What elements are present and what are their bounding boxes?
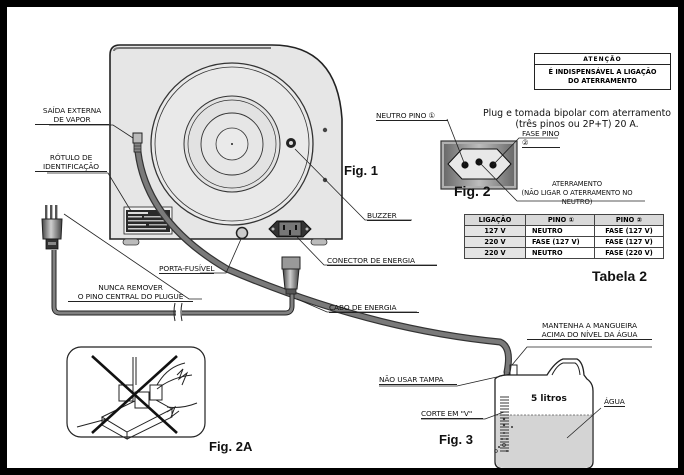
table-header: PINO ① [525, 214, 595, 226]
table-cell: 220 V [464, 247, 526, 259]
jug-capacity-label: 5 litros [531, 394, 567, 404]
table-cell: 220 V [464, 236, 526, 248]
warning-title: ATENÇÃO [535, 54, 670, 65]
figure-1-caption: Fig. 1 [344, 163, 378, 178]
bubbles [494, 417, 513, 453]
figure-2-caption: Fig. 2 [454, 183, 491, 199]
cable-break-mark [173, 302, 183, 322]
connection-table: LIGAÇÃO PINO ① PINO ② 127 V NEUTRO FASE … [464, 214, 664, 259]
table-2-caption: Tabela 2 [592, 268, 647, 284]
table-row: 220 V NEUTRO FASE (220 V) [464, 247, 664, 259]
iec-plug-icon [281, 256, 301, 295]
fig2-leader-lines [446, 118, 645, 202]
table-header: LIGAÇÃO [464, 214, 526, 226]
v-cut-label: CORTE EM "V" [421, 409, 483, 419]
power-inlet-icon [268, 220, 312, 238]
power-connector-label: CONECTOR DE ENERGIA [327, 256, 437, 266]
manual-page: SAÍDA EXTERNA DE VAPOR RÓTULO DE IDENTIF… [7, 7, 678, 468]
no-cap-label: NÃO USAR TAMPA [379, 375, 457, 385]
spark-icon [176, 368, 189, 386]
socket-outlet [440, 140, 518, 190]
diagram-artwork [41, 44, 652, 468]
keep-hose-label: MANTENHA A MANGUEIRA ACIMA DO NÍVEL DA Á… [527, 321, 652, 340]
foot [122, 238, 140, 246]
table-header: PINO ② [594, 214, 664, 226]
fuse-holder-label: PORTA-FUSÍVEL [159, 264, 215, 274]
foot [310, 238, 328, 246]
table-cell: 127 V [464, 225, 526, 237]
mains-plug-icon [41, 205, 63, 250]
spark-icon [166, 405, 180, 419]
table-cell: NEUTRO [525, 247, 595, 259]
figure-2a-caption: Fig. 2A [209, 439, 253, 454]
table-header-row: LIGAÇÃO PINO ① PINO ② [464, 214, 664, 226]
table-cell: NEUTRO [525, 225, 595, 237]
neutral-pin-label: NEUTRO PINO ① [376, 111, 448, 121]
steam-outlet-fitting [132, 132, 143, 153]
cross-out-line [91, 355, 178, 434]
water-jug [494, 358, 594, 468]
plug-warning-label: NUNCA REMOVER O PINO CENTRAL DO PLUGUE [68, 283, 193, 302]
table-cell: FASE (127 V) [594, 236, 664, 248]
warning-body: É INDISPENSÁVEL A LIGAÇÃO DO ATERRAMENTO [548, 68, 657, 85]
table-row: 220 V FASE (127 V) FASE (127 V) [464, 236, 664, 248]
table-cell: FASE (220 V) [594, 247, 664, 259]
buzzer-label: BUZZER [367, 211, 411, 221]
power-cable-label: CABO DE ENERGIA [329, 303, 419, 313]
table-row: 127 V NEUTRO FASE (127 V) [464, 225, 664, 237]
fig3-leader-lines [379, 346, 652, 439]
water-level [496, 415, 592, 468]
figure-3-caption: Fig. 3 [439, 432, 473, 447]
table-cell: FASE (127 V) [525, 236, 595, 248]
id-label-caption: RÓTULO DE IDENTIFICAÇÃO [35, 153, 107, 172]
screw [322, 127, 328, 133]
water-label: ÁGUA [604, 397, 625, 407]
ground-label: ATERRAMENTO (NÃO LIGAR O ATERRAMENTO NO … [521, 180, 633, 206]
grounding-warning-box: ATENÇÃO É INDISPENSÁVEL A LIGAÇÃO DO ATE… [534, 53, 671, 90]
fuse-holder-icon [235, 226, 249, 240]
crossed-power-strip-illustration [66, 346, 206, 440]
plug-description: Plug e tomada bipolar com aterramento (t… [482, 108, 671, 130]
door-rings [150, 62, 314, 226]
phase-pin-label: FASE PINO ② [522, 129, 560, 148]
table-cell: FASE (127 V) [594, 225, 664, 237]
steam-outlet-label: SAÍDA EXTERNA DE VAPOR [35, 106, 109, 125]
